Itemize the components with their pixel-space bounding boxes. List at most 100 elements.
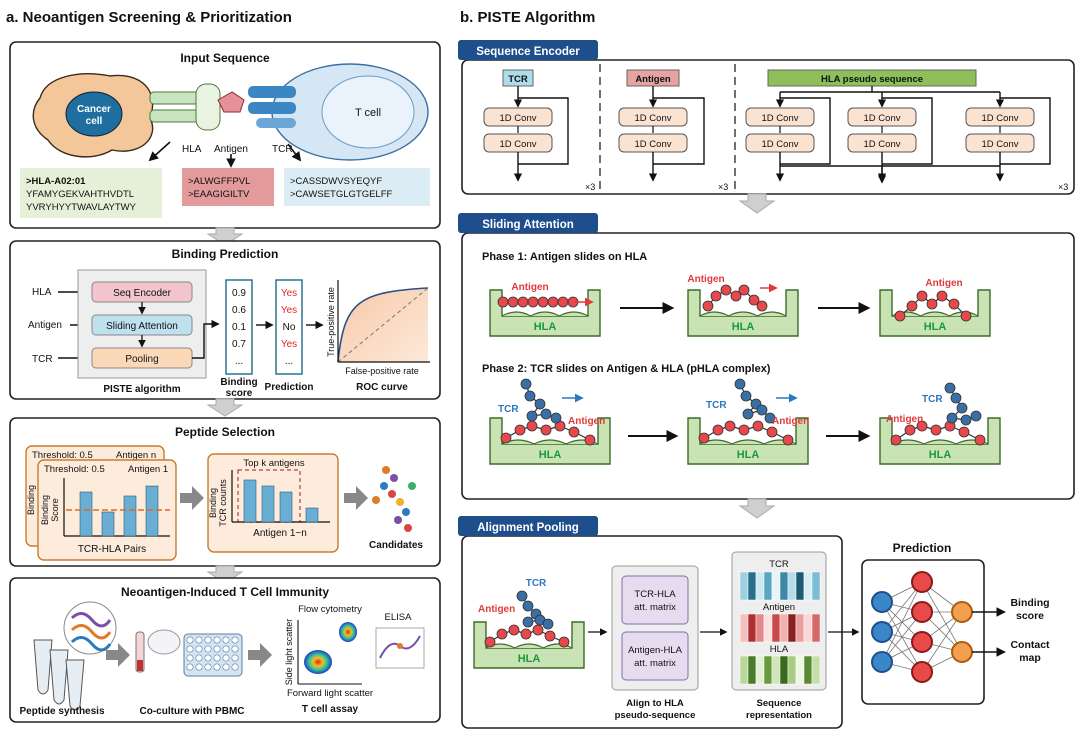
- rep-tcr-label: TCR: [769, 559, 789, 570]
- antigen-bead: [568, 426, 580, 438]
- plate-well: [186, 636, 194, 644]
- antigen-bead: [926, 298, 938, 310]
- pool-tcr-label: TCR: [526, 578, 547, 589]
- repeat-antigen: ×3: [718, 182, 728, 192]
- antigen-bead: [544, 630, 556, 642]
- sliding-attention-tag: Sliding Attention: [482, 219, 574, 231]
- hla-groove: HLA: [489, 289, 601, 337]
- tcr-bead: [540, 408, 552, 420]
- hla-molecule-icon: [149, 83, 221, 131]
- count-ylabel-2: TCR counts: [218, 479, 228, 527]
- binding-score-value: 0.7: [232, 339, 246, 350]
- antigen-bead: [916, 420, 928, 432]
- antigen-bead: [557, 296, 569, 308]
- antigen-bead: [752, 420, 764, 432]
- piste-algorithm-label: PISTE algorithm: [103, 384, 180, 395]
- panel-b-title: b. PISTE Algorithm: [460, 9, 595, 26]
- pooling-step: Pooling: [125, 354, 158, 365]
- rep-cell: [755, 655, 765, 685]
- cancer-cell-illustration: Cancer cell: [32, 73, 154, 158]
- tcr-bead: [534, 398, 546, 410]
- hla-label: HLA: [534, 321, 557, 333]
- conv-label: 1D Conv: [500, 139, 537, 150]
- antigen-bead: [904, 424, 916, 436]
- right-arrow-peptide-1: [180, 486, 204, 510]
- tcr-hla-matrix-label-1: TCR-HLA: [634, 589, 676, 600]
- hla-groove: HLA: [687, 289, 799, 337]
- antigen-bead: [507, 296, 519, 308]
- hidden-node: [911, 601, 933, 623]
- hla-groove: HLA: [879, 289, 991, 337]
- antigen-seq-line2: >EAAGIGILTV: [188, 189, 250, 200]
- antigen-bead: [756, 300, 768, 312]
- antigen-bead: [532, 624, 544, 636]
- antigen-hla-matrix-label-1: Antigen-HLA: [628, 645, 683, 656]
- antigen-bead: [698, 432, 710, 444]
- roc-x-label: False-positive rate: [345, 366, 419, 376]
- plate-well: [204, 645, 212, 653]
- sequence-encoder-tag: Sequence Encoder: [476, 46, 580, 58]
- tcr-bead: [550, 412, 562, 424]
- input-tcr-label: TCR: [32, 354, 53, 365]
- culture-plate-wells: [186, 636, 239, 671]
- binding-score-value: ...: [235, 356, 243, 367]
- tcr-label: TCR: [498, 404, 519, 415]
- hla-label: HLA: [929, 449, 952, 461]
- tcr-bead: [970, 410, 982, 422]
- tcr-bead: [946, 412, 958, 424]
- rep-cell: [771, 613, 781, 643]
- plate-well: [204, 636, 212, 644]
- tcr-hla-pairs-label: TCR-HLA Pairs: [78, 544, 146, 555]
- antigen-bead: [710, 290, 722, 302]
- right-arrow-immunity-2: [248, 643, 272, 667]
- elisa-label: ELISA: [385, 612, 413, 623]
- cancer-cell-label-line1: Cancer: [77, 104, 111, 115]
- hla-seq-line1: YFAMYGEKVAHTHVDTL: [26, 189, 134, 200]
- rep-cell: [811, 571, 821, 601]
- tcr-seq-line1: >CASSDWVSYEQYF: [290, 176, 382, 187]
- tcr-hla-matrix-label-2: att. matrix: [634, 602, 676, 613]
- candidates-label: Candidates: [369, 540, 423, 551]
- antigen-bead: [712, 424, 724, 436]
- prediction-value: Yes: [281, 305, 297, 316]
- antigen-label: Antigen: [568, 416, 605, 427]
- plate-well: [186, 654, 194, 662]
- antigen-bead: [748, 294, 760, 306]
- plate-well: [186, 645, 194, 653]
- antigen-label: Antigen: [511, 282, 548, 293]
- binding-score-label-2: score: [226, 388, 253, 399]
- rep-cell: [763, 655, 773, 685]
- antigen-hla-matrix-label-2: att. matrix: [634, 658, 676, 669]
- side-scatter-label: Side light scatter: [284, 619, 294, 686]
- plate-well: [195, 645, 203, 653]
- t-cell-illustration: T cell: [271, 63, 429, 161]
- encoder-hla-label: HLA pseudo sequence: [821, 74, 923, 85]
- tcr-bead: [756, 404, 768, 416]
- antigen-bead: [730, 290, 742, 302]
- output-contact-label-1: Contact: [1010, 639, 1050, 651]
- plate-well: [195, 663, 203, 671]
- hla-groove: HLA: [473, 621, 585, 669]
- hla-groove: HLA: [687, 417, 809, 465]
- down-arrow-2: [206, 398, 244, 417]
- antigen-label: Antigen: [772, 416, 809, 427]
- rep-cell: [787, 613, 797, 643]
- input-sequence-title: Input Sequence: [180, 51, 270, 65]
- tcr-label: TCR: [922, 394, 943, 405]
- tcr-bead: [542, 618, 554, 630]
- peptide-tubes-icon: [33, 601, 117, 711]
- rep-cell: [811, 655, 821, 685]
- hla-seq-header: >HLA-A02:01: [26, 176, 86, 187]
- rep-cell: [739, 655, 749, 685]
- conv-label: 1D Conv: [635, 113, 672, 124]
- flow-cytometry-label: Flow cytometry: [298, 604, 362, 615]
- binding-score-label-1: Binding: [220, 377, 257, 388]
- seq-rep-label-2: representation: [746, 710, 812, 721]
- antigen-label: Antigen: [886, 414, 923, 425]
- antigen-label: Antigen: [925, 278, 962, 289]
- roc-y-label: True-positive rate: [326, 287, 336, 357]
- output-binding-label-1: Binding: [1010, 597, 1049, 609]
